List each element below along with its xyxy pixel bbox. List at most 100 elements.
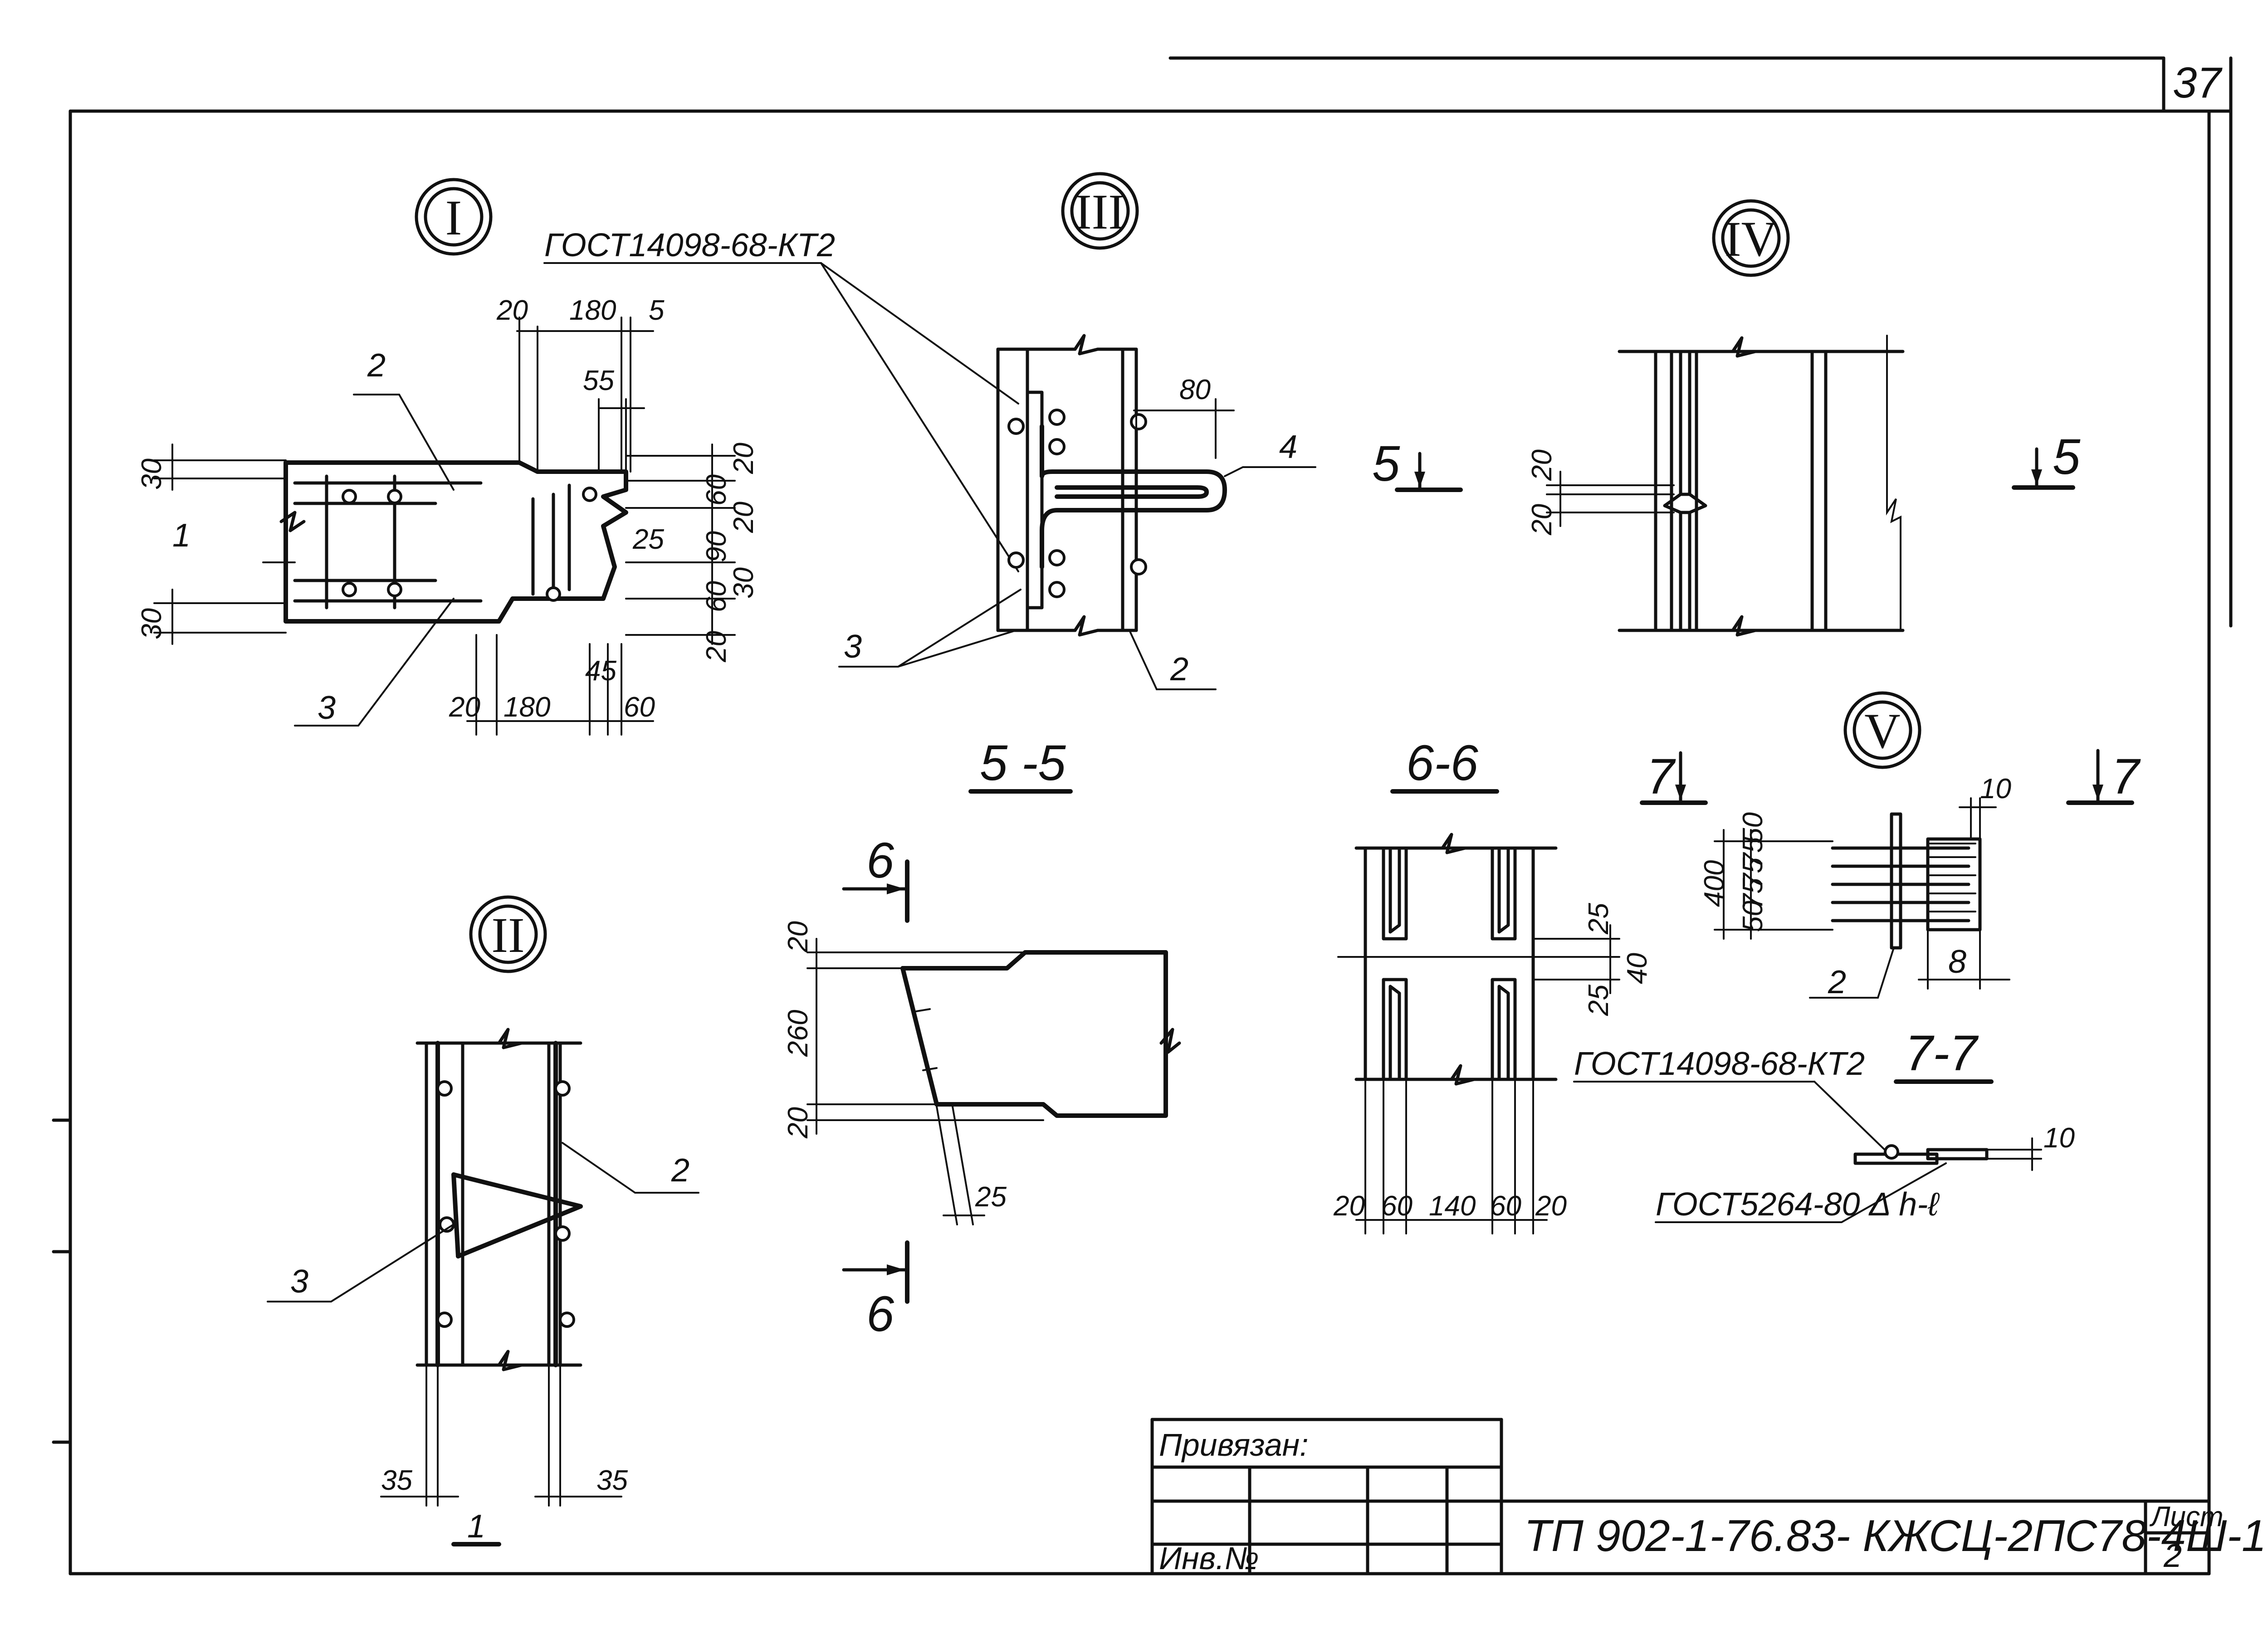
svg-text:400: 400 xyxy=(1699,860,1730,907)
section-mark-6-top xyxy=(842,859,909,923)
section-mark-5-left xyxy=(1395,452,1463,492)
detail-I-drawing xyxy=(153,317,736,736)
title-block-inv-label: Инв.№ xyxy=(1159,1541,1259,1576)
svg-text:25: 25 xyxy=(1583,903,1614,935)
sheet-frame xyxy=(52,56,2233,1575)
svg-text:90: 90 xyxy=(701,531,732,562)
section-6-6-title: 6-6 xyxy=(1406,735,1479,791)
svg-text:180: 180 xyxy=(503,692,550,723)
gost-weld-callout: ГОСТ5264-80 Δ h-ℓ xyxy=(1656,1186,1940,1223)
detail-II-dim-left: 35 xyxy=(381,1465,412,1496)
svg-text:20: 20 xyxy=(1535,1190,1567,1222)
svg-text:25: 25 xyxy=(1583,985,1614,1016)
svg-text:30: 30 xyxy=(728,567,759,599)
svg-text:V: V xyxy=(1864,703,1900,759)
svg-text:40: 40 xyxy=(1622,953,1653,984)
svg-text:8: 8 xyxy=(1948,944,1966,980)
svg-text:75: 75 xyxy=(1737,878,1769,909)
svg-text:20: 20 xyxy=(496,295,528,326)
sheet-number: 37 xyxy=(2173,59,2223,107)
svg-text:I: I xyxy=(445,190,462,245)
section-6-6-drawing xyxy=(1337,833,1620,1234)
section-7-7-dim-10: 10 xyxy=(2043,1122,2075,1154)
section-mark-7-left xyxy=(1640,751,1708,805)
detail-marker-V: V xyxy=(1843,691,1921,769)
title-block-code: ТП 902-1-76.83- КЖСЦ-2ПС78-4Ш-1СБ xyxy=(1524,1511,2268,1561)
detail-marker-IV: IV xyxy=(1712,199,1790,277)
detail-I-dimensions: 20 180 5 55 30 30 20 60 20 25 90 60 30 2… xyxy=(136,295,759,723)
title-block-sheet-label: Лист xyxy=(2149,1501,2224,1532)
svg-text:20: 20 xyxy=(782,921,814,953)
section-5-5-title: 5 -5 xyxy=(980,735,1066,791)
svg-text:20: 20 xyxy=(728,502,759,533)
svg-text:30: 30 xyxy=(136,458,167,490)
svg-text:IV: IV xyxy=(1725,211,1777,267)
detail-marker-II: II xyxy=(469,895,547,973)
detail-III-label-4: 4 xyxy=(1279,429,1297,465)
detail-IV-drawing xyxy=(1546,335,1905,637)
detail-III-label-3: 3 xyxy=(844,629,862,665)
svg-text:20: 20 xyxy=(449,692,480,723)
svg-text:180: 180 xyxy=(569,295,616,326)
section-5-5-drawing xyxy=(807,938,1181,1225)
svg-text:50: 50 xyxy=(1737,812,1769,844)
title-block xyxy=(1150,1418,2211,1575)
svg-text:5: 5 xyxy=(649,295,665,326)
detail-III-dim-80: 80 xyxy=(1179,374,1211,405)
gost-kt2-callout-top: ГОСТ14098-68-КТ2 xyxy=(544,227,835,263)
svg-text:75: 75 xyxy=(1737,858,1769,889)
svg-text:60: 60 xyxy=(1381,1190,1413,1222)
section-7-7-drawing xyxy=(1573,1081,2042,1223)
section-mark-7-left-label: 7 xyxy=(1647,749,1676,805)
svg-text:25: 25 xyxy=(632,524,664,555)
gost-kt2-callout-bottom: ГОСТ14098-68-КТ2 xyxy=(1574,1046,1865,1082)
svg-text:II: II xyxy=(491,907,524,963)
svg-text:III: III xyxy=(1075,184,1125,239)
svg-text:20: 20 xyxy=(1526,449,1558,481)
svg-text:75: 75 xyxy=(1737,837,1769,868)
gost-kt2-leaders-top xyxy=(543,262,1019,572)
svg-text:50: 50 xyxy=(1737,901,1769,932)
section-mark-7-right-label: 7 xyxy=(2112,749,2141,805)
svg-text:60: 60 xyxy=(701,581,732,612)
svg-text:140: 140 xyxy=(1429,1190,1476,1222)
detail-I-label-3: 3 xyxy=(318,690,336,726)
detail-III-label-2: 2 xyxy=(1170,651,1188,688)
svg-text:25: 25 xyxy=(975,1181,1007,1213)
svg-text:60: 60 xyxy=(1490,1190,1521,1222)
detail-II-label-1: 1 xyxy=(467,1508,485,1545)
detail-marker-III: III xyxy=(1061,172,1139,250)
section-mark-6-top-label: 6 xyxy=(866,833,894,888)
section-5-5-dimensions: 20 260 20 25 xyxy=(782,921,1007,1213)
section-6-6-dimensions: 25 40 25 20 60 140 60 20 xyxy=(1333,903,1653,1222)
detail-I-label-2: 2 xyxy=(367,347,386,384)
svg-text:20: 20 xyxy=(782,1107,814,1139)
section-7-7-title: 7-7 xyxy=(1905,1025,1979,1081)
svg-text:20: 20 xyxy=(1526,504,1558,536)
section-mark-5-left-label: 5 xyxy=(1372,436,1400,492)
section-mark-6-bottom xyxy=(842,1240,909,1304)
section-mark-7-right xyxy=(2066,749,2134,805)
svg-text:20: 20 xyxy=(728,443,759,474)
detail-V-label-2: 2 xyxy=(1828,964,1846,1000)
section-mark-5-right xyxy=(2012,447,2075,490)
section-mark-6-bottom-label: 6 xyxy=(866,1286,894,1342)
svg-text:60: 60 xyxy=(701,474,732,506)
section-mark-5-right-label: 5 xyxy=(2053,429,2081,485)
svg-text:20: 20 xyxy=(701,631,732,663)
detail-I-label-1: 1 xyxy=(172,517,191,554)
svg-text:10: 10 xyxy=(1980,773,2011,805)
svg-text:260: 260 xyxy=(782,1010,814,1057)
detail-II-label-2: 2 xyxy=(671,1152,689,1189)
svg-text:30: 30 xyxy=(136,608,167,639)
detail-II-drawing xyxy=(267,1028,699,1546)
detail-II-label-3: 3 xyxy=(290,1263,308,1300)
detail-marker-I: I xyxy=(415,178,493,256)
svg-text:45: 45 xyxy=(585,655,616,687)
detail-II-dim-right: 35 xyxy=(596,1465,628,1496)
detail-IV-dimensions: 20 20 xyxy=(1526,449,1558,536)
title-block-sheet-value: 2 xyxy=(2163,1538,2182,1574)
svg-text:55: 55 xyxy=(583,365,614,396)
detail-V-drawing xyxy=(1714,797,2010,999)
